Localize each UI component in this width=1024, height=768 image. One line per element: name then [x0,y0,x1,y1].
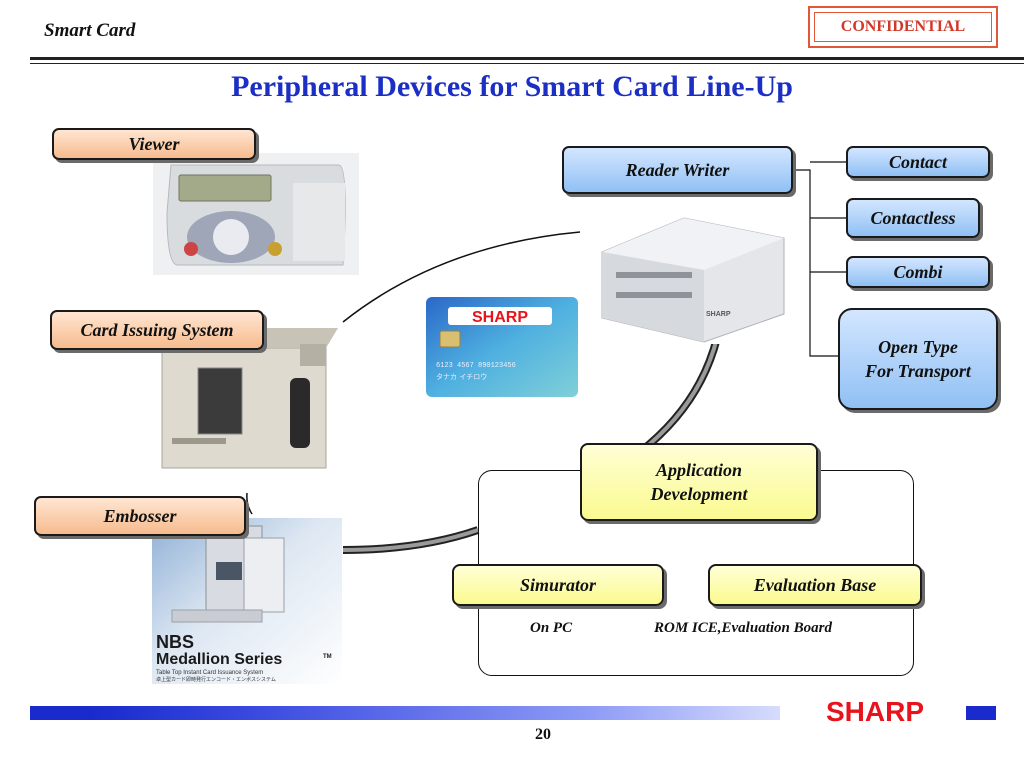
evaluation-base-box: Evaluation Base [708,564,922,606]
embosser-series: Medallion Series [156,651,282,668]
brand-label: Smart Card [44,20,136,41]
header-rule-thin [30,63,1024,64]
sharp-logo: SHARP [826,696,924,726]
open-type-line1: Open Type [878,336,958,357]
embosser-subtitle: Table Top Instant Card Issuance System [156,670,263,676]
reader-writer-label: Reader Writer [562,146,793,194]
reader-type-contact: Contact [846,146,990,178]
reader-brand-mark: SHARP [706,311,731,318]
embosser-tm: TM [323,654,332,660]
header-rule [30,57,1024,60]
reader-type-open-transport: Open Type For Transport [838,308,998,410]
reader-writer-photo: SHARP [594,214,788,344]
viewer-photo [153,153,359,275]
app-dev-line1: Application [655,459,742,480]
card-holder: タナカ イチロウ [436,372,487,381]
embosser-subtitle-jp: 卓上型カード即時発行エンコード・エンボスシステム [156,676,276,683]
confidential-label: CONFIDENTIAL [814,12,992,42]
card-issuing-label: Card Issuing System [50,310,264,350]
application-development-box: Application Development [580,443,818,521]
page-title: Peripheral Devices for Smart Card Line-U… [231,70,793,103]
embosser-label: Embosser [34,496,246,536]
footer-bar [30,706,780,720]
card-logo: SHARP [472,309,528,326]
open-type-line2: For Transport [865,361,971,381]
reader-type-combi: Combi [846,256,990,288]
simulator-box: Simurator [452,564,664,606]
app-dev-line2: Development [650,484,748,504]
confidential-stamp: CONFIDENTIAL [808,6,998,48]
evaluation-note: ROM ICE,Evaluation Board [654,620,832,636]
reader-type-contactless: Contactless [846,198,980,238]
smart-card-image: SHARP 6123 4567 890123456 タナカ イチロウ [426,297,578,397]
simulator-note: On PC [530,620,573,636]
footer-bar-end [966,706,996,720]
card-number: 6123 4567 890123456 [436,362,516,370]
page-number: 20 [535,726,551,743]
footer-logo-text: SHARP [826,696,924,726]
embosser-photo: NBS Medallion Series TM Table Top Instan… [152,518,342,684]
embosser-brand: NBS [156,632,194,652]
viewer-label: Viewer [52,128,256,160]
